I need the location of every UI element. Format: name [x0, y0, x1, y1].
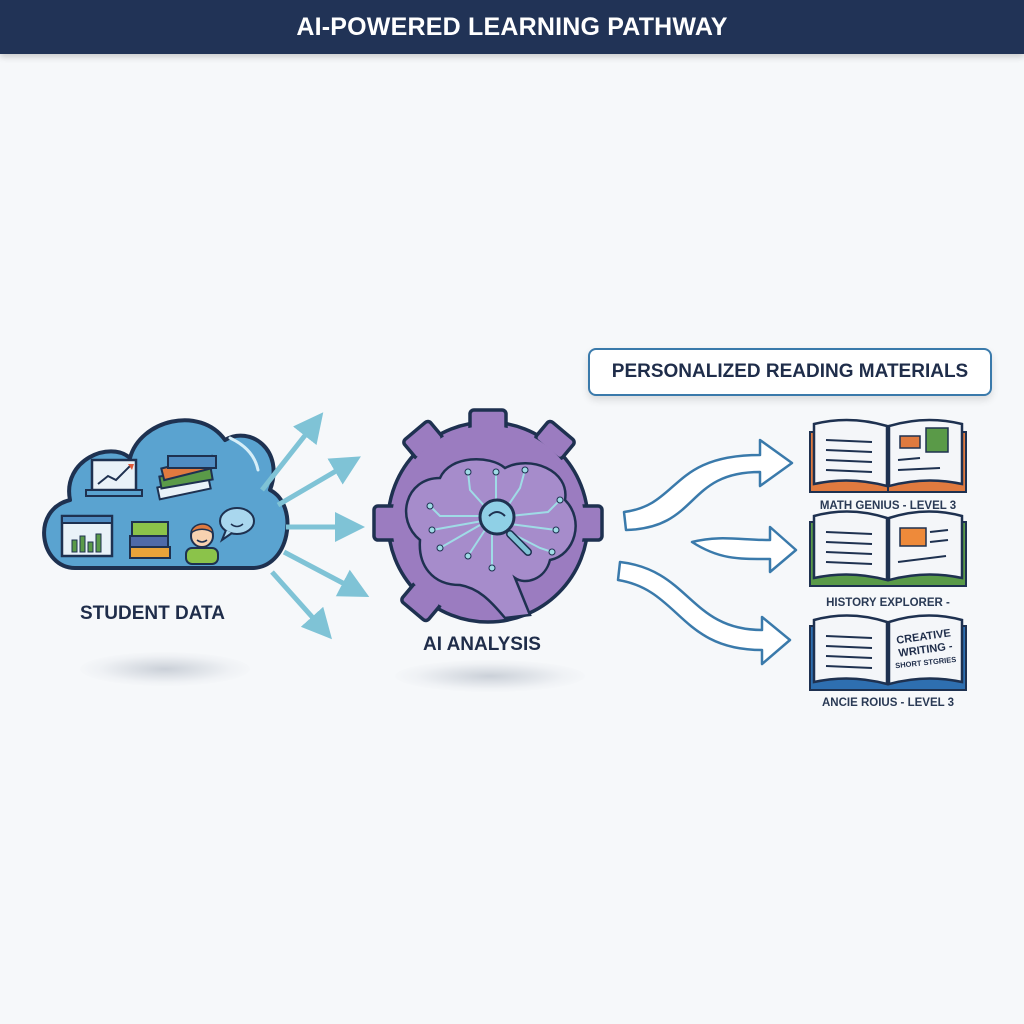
books-icon	[129, 521, 171, 559]
flow-arrow	[260, 412, 324, 492]
book-label-math: MATH GENIUS - LEVEL 3	[819, 500, 957, 512]
curved-arrow-middle	[690, 525, 798, 574]
flow-arrow	[276, 456, 361, 508]
header-bar: AI-POWERED LEARNING PATHWAY	[0, 0, 1024, 54]
brain-circuit-icon	[404, 458, 577, 620]
browser-chart-icon	[60, 514, 114, 558]
ai-analysis-label: AI ANALYSIS	[423, 634, 541, 655]
laptop-chart-icon	[85, 458, 143, 497]
flow-arrow	[282, 549, 370, 598]
flow-arrow	[270, 570, 332, 640]
ai-analysis-gear	[372, 408, 604, 624]
book-stack-icon	[156, 454, 217, 501]
book-label-creative: ANCIE ROIUS - LEVEL 3	[821, 697, 955, 709]
book-creative-writing: CREATIVE WRITING - SHORT STGRIES	[809, 614, 967, 691]
student-avatar-icon	[185, 523, 219, 565]
output-arrows	[616, 438, 798, 666]
curved-arrow-top	[622, 438, 794, 532]
page-title: AI-POWERED LEARNING PATHWAY	[296, 12, 728, 41]
brain-shadow	[395, 660, 585, 692]
book-math-genius	[809, 418, 967, 493]
book-history-explorer	[809, 510, 967, 587]
cloud-shadow	[80, 652, 250, 686]
student-data-cloud	[42, 418, 290, 571]
personalized-materials-box: PERSONALIZED READING MATERIALS	[588, 348, 992, 396]
book-label-history: HISTORY EXPLORER -	[826, 597, 950, 609]
personalized-materials-title: PERSONALIZED READING MATERIALS	[611, 361, 969, 382]
curved-arrow-bottom	[616, 560, 792, 666]
magnifier-icon	[478, 498, 532, 556]
student-data-label: STUDENT DATA	[80, 603, 225, 624]
data-flow-arrows	[260, 412, 370, 640]
chat-bubble-icon	[219, 507, 255, 543]
